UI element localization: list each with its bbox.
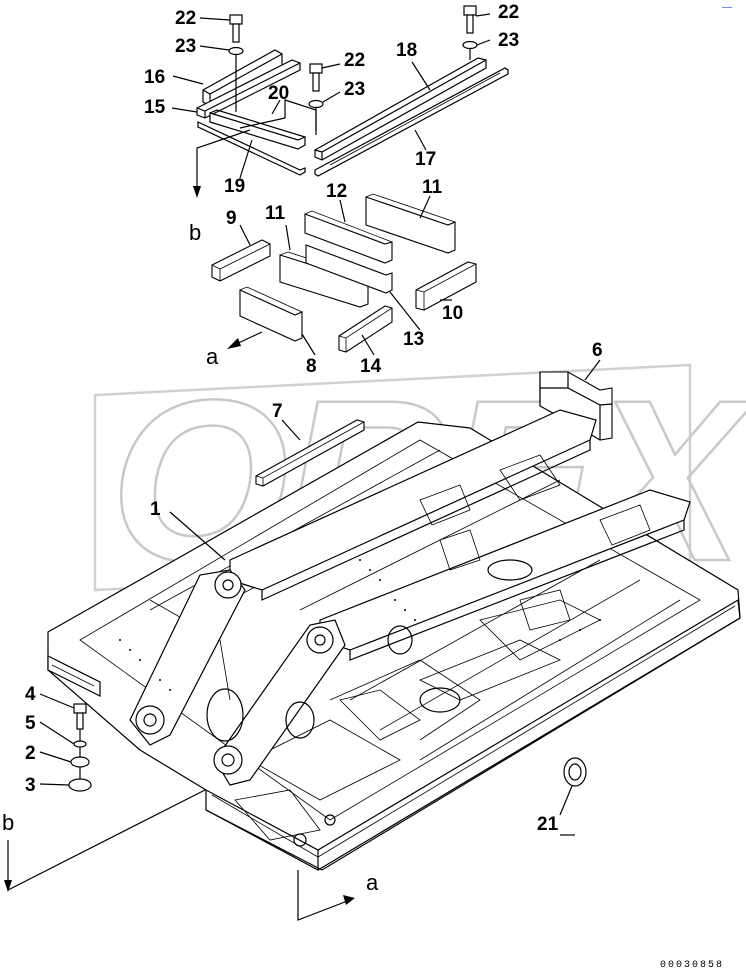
callout-22-top-right: 22 xyxy=(498,2,519,23)
view-a-arrow-bottom xyxy=(343,895,355,905)
leader-lines xyxy=(39,13,601,816)
callout-23-top-left: 23 xyxy=(175,36,196,57)
bolt-22-middle xyxy=(309,63,323,92)
washer-5 xyxy=(73,740,87,748)
callout-8: 8 xyxy=(306,356,317,377)
callout-21: 21 xyxy=(537,814,559,835)
view-letter-b-top: b xyxy=(189,220,201,245)
part-13-pad xyxy=(305,244,393,294)
bolt-22-left xyxy=(229,14,243,43)
part-11-pad-right xyxy=(365,196,456,254)
washer-23-left xyxy=(228,46,244,56)
callout-22-middle: 22 xyxy=(344,50,365,71)
document-number: 00030858 xyxy=(660,960,724,971)
washer-23-middle xyxy=(308,99,324,109)
pad-group xyxy=(211,193,477,353)
bottom-view-arrows: b a xyxy=(2,789,575,921)
callout-9: 9 xyxy=(226,208,237,229)
part-21-cap xyxy=(563,757,587,787)
callout-6: 6 xyxy=(592,340,603,361)
part-7-strip xyxy=(255,419,365,487)
view-letter-a-top: a xyxy=(206,344,219,369)
watermark-frame xyxy=(93,363,692,592)
callout-16: 16 xyxy=(144,67,165,88)
boom-bracket-right xyxy=(214,619,346,786)
callout-23-middle: 23 xyxy=(344,79,365,100)
callout-18: 18 xyxy=(396,40,417,61)
part-9-pad xyxy=(211,239,271,282)
cap-2 xyxy=(70,756,90,768)
callout-5: 5 xyxy=(25,713,36,734)
callout-12: 12 xyxy=(326,181,347,202)
callout-19: 19 xyxy=(224,176,245,197)
view-letter-b-bottom: b xyxy=(2,810,14,835)
part-14-pad xyxy=(338,305,393,353)
callout-23-top-right: 23 xyxy=(498,30,519,51)
ring-3 xyxy=(68,778,92,792)
callout-1: 1 xyxy=(150,499,161,520)
callout-labels: 22 23 16 15 20 22 23 18 17 22 23 19 b 12… xyxy=(25,2,603,835)
part-20-bar xyxy=(209,112,306,150)
callout-4: 4 xyxy=(25,684,36,705)
view-a-arrow-top xyxy=(227,338,241,349)
view-b-arrow-top xyxy=(193,186,201,198)
boom-bracket-left xyxy=(129,569,246,746)
callout-11-right: 11 xyxy=(422,177,443,198)
callout-3: 3 xyxy=(25,775,36,796)
top-rail-group xyxy=(193,5,509,198)
part-10-pad xyxy=(415,261,477,311)
callout-17: 17 xyxy=(415,149,436,170)
view-b-arrow-bottom xyxy=(4,880,12,892)
part-18-bar xyxy=(314,57,487,161)
view-letter-a-bottom: a xyxy=(366,870,379,895)
bolt-22-right xyxy=(463,5,477,34)
callout-14: 14 xyxy=(360,356,382,377)
callout-13: 13 xyxy=(403,329,424,350)
callout-22-top-left: 22 xyxy=(175,8,196,29)
washer-23-right xyxy=(462,40,478,50)
corner-mark: — xyxy=(722,2,732,13)
bolt-4 xyxy=(73,703,87,730)
part-8-pad xyxy=(239,289,303,342)
callout-15: 15 xyxy=(144,97,166,118)
main-frame xyxy=(47,409,741,872)
callout-7: 7 xyxy=(272,401,283,422)
callout-20: 20 xyxy=(268,83,289,104)
callout-10: 10 xyxy=(442,303,463,324)
callout-2: 2 xyxy=(25,743,36,764)
callout-11-mid: 11 xyxy=(265,203,286,224)
part-12-pad xyxy=(304,213,393,264)
part-19-strip xyxy=(197,121,306,176)
